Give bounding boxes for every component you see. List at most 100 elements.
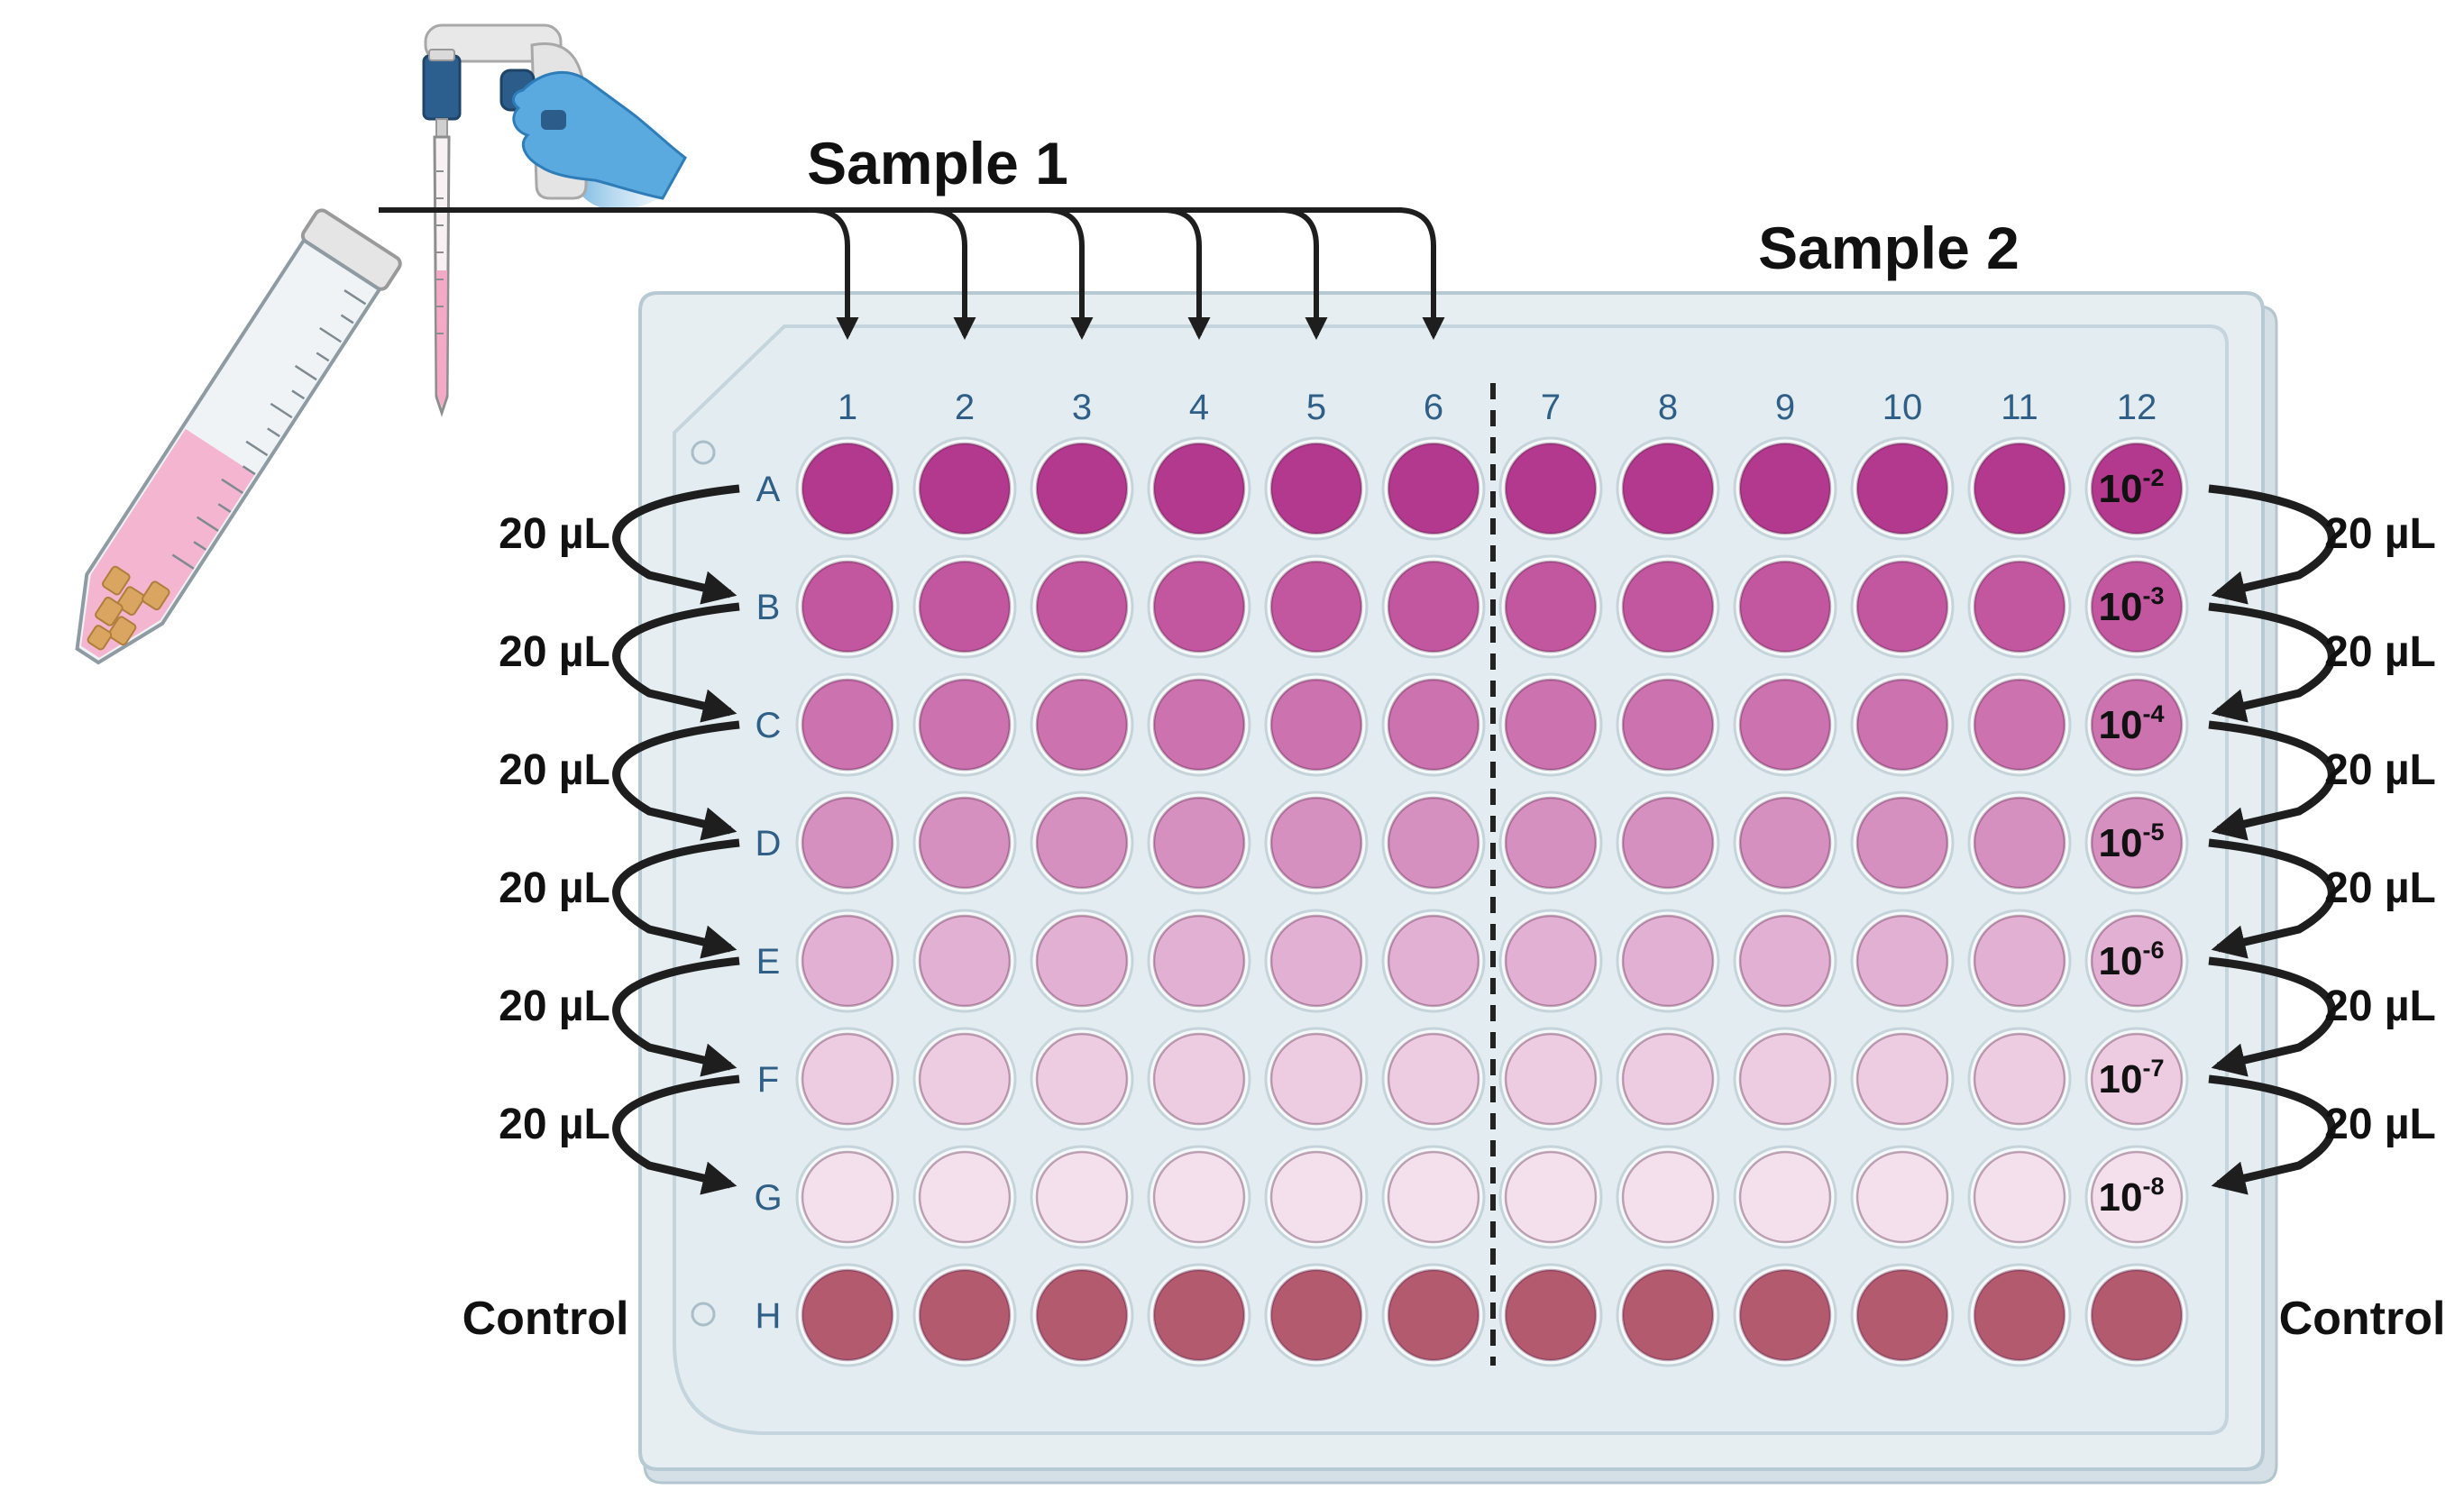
- well-B6: [1387, 560, 1480, 653]
- right-transfer-arrow: [2208, 484, 2336, 605]
- well-G10: [1855, 1150, 1949, 1244]
- well-A5: [1269, 442, 1363, 535]
- left-volume-label: 20 µL: [499, 982, 610, 1030]
- well-B9: [1738, 560, 1832, 653]
- well-G2: [918, 1150, 1012, 1244]
- well-H5: [1269, 1268, 1363, 1362]
- column-label-9: 9: [1775, 388, 1795, 427]
- well-E12: [2090, 914, 2184, 1008]
- well-C11: [1973, 678, 2066, 772]
- well-G7: [1504, 1150, 1598, 1244]
- dilution-label-G: 10-8: [2099, 1173, 2165, 1220]
- well-C2: [918, 678, 1012, 772]
- well-D6: [1387, 796, 1480, 890]
- dilution-labels: 10-210-310-410-510-610-710-8: [2099, 464, 2165, 1220]
- well-H4: [1152, 1268, 1246, 1362]
- plate-notch-top: [691, 440, 716, 465]
- left-transfer-arrow: [612, 602, 740, 723]
- left-volume-label: 20 µL: [499, 510, 610, 558]
- well-G9: [1738, 1150, 1832, 1244]
- well-G4: [1152, 1150, 1246, 1244]
- well-H10: [1855, 1268, 1949, 1362]
- column-label-11: 11: [2001, 388, 2038, 427]
- well-D7: [1504, 796, 1598, 890]
- well-G12: [2090, 1150, 2184, 1244]
- well-D9: [1738, 796, 1832, 890]
- row-label-F: F: [757, 1060, 779, 1100]
- well-F10: [1855, 1032, 1949, 1126]
- plate-notch-bottom: [691, 1302, 716, 1327]
- right-transfer-arrow: [2208, 1074, 2336, 1195]
- well-E1: [801, 914, 894, 1008]
- right-volume-label: 20 µL: [2324, 510, 2436, 558]
- well-B8: [1621, 560, 1715, 653]
- row-label-H: H: [756, 1296, 782, 1336]
- well-E7: [1504, 914, 1598, 1008]
- well-B5: [1269, 560, 1363, 653]
- conical-tube-icon: [75, 208, 402, 665]
- right-transfer-arrow: [2208, 720, 2336, 841]
- well-E8: [1621, 914, 1715, 1008]
- well-F5: [1269, 1032, 1363, 1126]
- sample1-label: Sample 1: [807, 130, 1068, 196]
- well-E2: [918, 914, 1012, 1008]
- well-A6: [1387, 442, 1480, 535]
- well-F9: [1738, 1032, 1832, 1126]
- gloved-hand-icon: [512, 70, 687, 200]
- well-G6: [1387, 1150, 1480, 1244]
- right-volume-label: 20 µL: [2324, 864, 2436, 912]
- dilution-label-B: 10-3: [2099, 582, 2165, 629]
- right-volume-label: 20 µL: [2324, 628, 2436, 676]
- well-H11: [1973, 1268, 2066, 1362]
- left-volume-label: 20 µL: [499, 628, 610, 676]
- well-E4: [1152, 914, 1246, 1008]
- right-volume-label: 20 µL: [2324, 982, 2436, 1030]
- well-A12: [2090, 442, 2184, 535]
- well-C5: [1269, 678, 1363, 772]
- column-label-2: 2: [955, 388, 975, 427]
- well-C4: [1152, 678, 1246, 772]
- well-F4: [1152, 1032, 1246, 1126]
- well-E6: [1387, 914, 1480, 1008]
- well-D2: [918, 796, 1012, 890]
- well-D1: [801, 796, 894, 890]
- well-E5: [1269, 914, 1363, 1008]
- well-C8: [1621, 678, 1715, 772]
- well-H6: [1387, 1268, 1480, 1362]
- well-D8: [1621, 796, 1715, 890]
- dilution-label-D: 10-5: [2099, 818, 2165, 865]
- well-G5: [1269, 1150, 1363, 1244]
- well-E9: [1738, 914, 1832, 1008]
- right-volume-label: 20 µL: [2324, 1101, 2436, 1148]
- well-F8: [1621, 1032, 1715, 1126]
- well-B11: [1973, 560, 2066, 653]
- row-label-D: D: [756, 824, 782, 864]
- left-volume-label: 20 µL: [499, 746, 610, 794]
- well-G8: [1621, 1150, 1715, 1244]
- column-label-5: 5: [1306, 388, 1326, 427]
- left-transfer-arrow: [612, 956, 740, 1077]
- well-F11: [1973, 1032, 2066, 1126]
- well-B12: [2090, 560, 2184, 653]
- well-F2: [918, 1032, 1012, 1126]
- well-E11: [1973, 914, 2066, 1008]
- column-label-10: 10: [1882, 388, 1923, 427]
- well-A1: [801, 442, 894, 535]
- well-H8: [1621, 1268, 1715, 1362]
- well-A11: [1973, 442, 2066, 535]
- well-C6: [1387, 678, 1480, 772]
- control-label-right: Control: [2279, 1293, 2446, 1345]
- well-E10: [1855, 914, 1949, 1008]
- well-H12: [2090, 1268, 2184, 1362]
- well-F3: [1035, 1032, 1129, 1126]
- wells-grid: [795, 436, 2189, 1367]
- column-label-4: 4: [1189, 388, 1209, 427]
- dilution-label-A: 10-2: [2099, 464, 2165, 511]
- well-H9: [1738, 1268, 1832, 1362]
- well-G11: [1973, 1150, 2066, 1244]
- well-D3: [1035, 796, 1129, 890]
- well-D5: [1269, 796, 1363, 890]
